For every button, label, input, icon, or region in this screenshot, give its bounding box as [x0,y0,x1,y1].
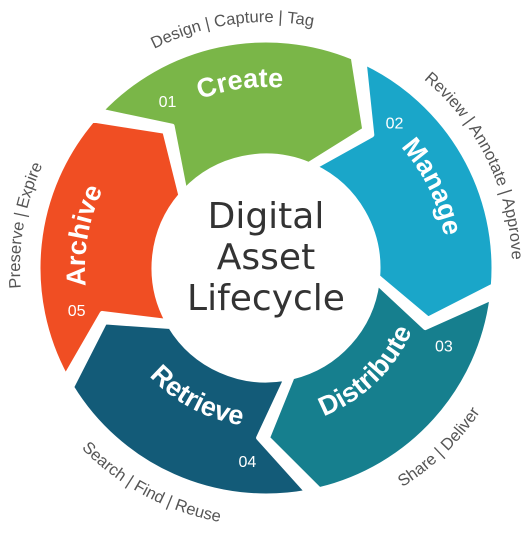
stage-number-01: 01 [159,94,177,111]
center-title-line-1: Digital [208,196,325,237]
segment-archive [35,117,184,380]
segment-distribute [264,280,495,493]
stage-number-04: 04 [239,454,257,471]
segment-manage [311,59,497,322]
center-title-line-3: Lifecycle [187,278,345,319]
stage-numbers: 01 02 03 04 05 [68,94,453,471]
segment-create [98,37,368,194]
center-hub: Digital Asset Lifecycle [187,196,345,319]
center-title-line-2: Asset [217,237,315,278]
segment-retrieve [69,319,311,499]
stage-number-02: 02 [386,116,404,133]
stage-number-03: 03 [435,338,453,355]
stage-number-05: 05 [68,303,86,320]
lifecycle-segments [35,37,497,499]
